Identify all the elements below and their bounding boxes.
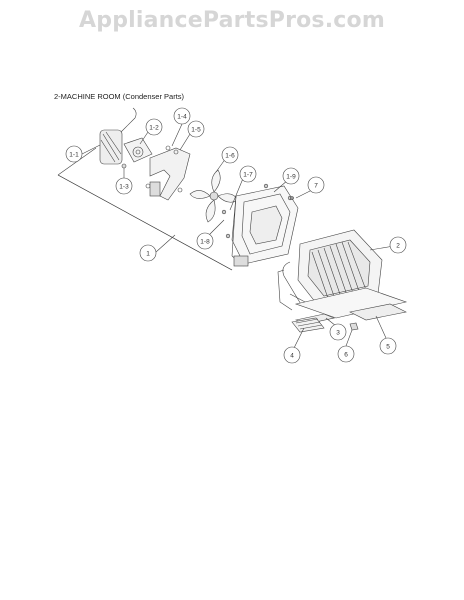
callout-circle-5 — [379, 337, 397, 355]
leader-7 — [295, 189, 313, 199]
callout-circle-1-3 — [115, 177, 133, 195]
callout-1-7: 1-7 — [243, 172, 253, 179]
leader-5 — [375, 315, 387, 339]
callout-circle-7 — [307, 176, 325, 194]
leader-4 — [293, 327, 305, 349]
callout-5: 5 — [386, 344, 390, 351]
callout-circle-2 — [389, 236, 407, 254]
callout-circle-6 — [337, 345, 355, 363]
callout-1-9: 1-9 — [286, 174, 296, 181]
callout-circle-1 — [139, 244, 157, 262]
callout-7: 7 — [314, 183, 318, 190]
callout-3: 3 — [336, 330, 340, 337]
callout-circle-4 — [283, 346, 301, 364]
callout-circle-1-2 — [145, 118, 163, 136]
callout-1: 1 — [146, 251, 150, 258]
callout-circle-1-4 — [173, 107, 191, 125]
leader-1-7 — [229, 175, 245, 211]
callout-1-2: 1-2 — [149, 125, 159, 132]
callout-4: 4 — [290, 353, 294, 360]
section-title: 2-MACHINE ROOM (Condenser Parts) — [54, 92, 185, 101]
callout-circle-1-9 — [282, 167, 300, 185]
assembly-bracket-line-lower — [57, 174, 233, 271]
callout-1-4: 1-4 — [177, 114, 187, 121]
screw-7 — [290, 196, 294, 200]
leader-6 — [345, 329, 353, 347]
condenser-base-pad — [294, 287, 408, 325]
callout-1-1: 1-1 — [69, 152, 79, 159]
motor-mount-bracket — [145, 145, 191, 201]
leader-1-1 — [81, 144, 101, 155]
leader-1 — [155, 234, 176, 253]
callout-2: 2 — [396, 243, 400, 250]
callout-1-5: 1-5 — [191, 127, 201, 134]
condenser-coil — [277, 229, 383, 313]
motor-bracket — [123, 137, 153, 163]
callout-1-8: 1-8 — [200, 239, 210, 246]
fan-motor — [99, 107, 137, 165]
callout-6: 6 — [344, 352, 348, 359]
fan-blade — [189, 169, 239, 223]
leader-1-2 — [139, 131, 149, 145]
callout-circle-1-1 — [65, 145, 83, 163]
leader-1-8 — [207, 219, 225, 237]
leader-1-5 — [179, 133, 191, 151]
fan-shroud — [221, 183, 299, 267]
callout-1-3: 1-3 — [119, 184, 129, 191]
callout-circle-1-5 — [187, 120, 205, 138]
callout-circle-1-7 — [239, 165, 257, 183]
leader-1-4 — [171, 123, 183, 147]
callout-circle-1-6 — [221, 146, 239, 164]
small-spacer — [349, 322, 359, 331]
callout-circle-1-8 — [196, 232, 214, 250]
watermark: AppliancePartsPros.com — [79, 8, 385, 33]
callout-circle-3 — [329, 323, 347, 341]
callout-1-6: 1-6 — [225, 153, 235, 160]
